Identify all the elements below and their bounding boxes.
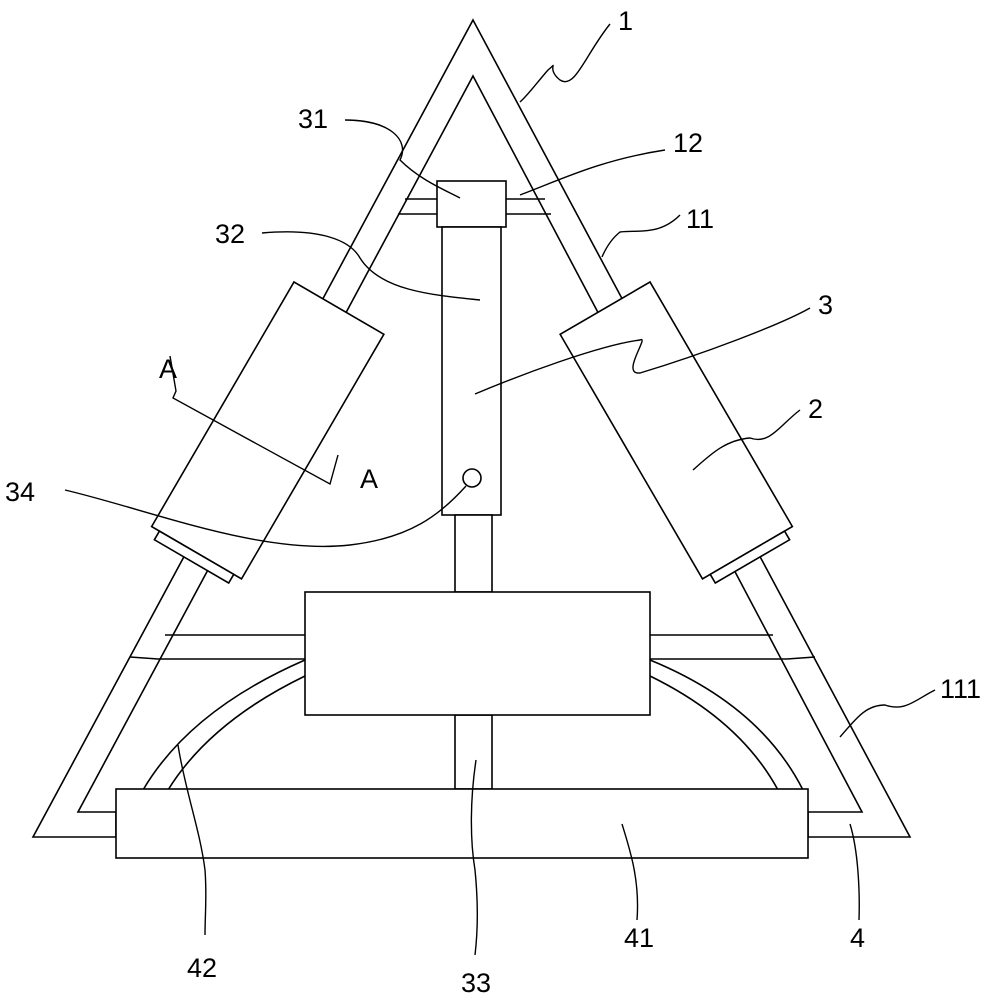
leader-31 [344, 119, 461, 199]
joint-right [786, 656, 816, 660]
pivot-pin-34 [462, 468, 482, 488]
leader-41 [621, 823, 639, 921]
bottom-bar-41 [115, 788, 809, 859]
label-31: 31 [298, 104, 328, 134]
joint-left [129, 656, 159, 660]
label-33: 33 [461, 968, 491, 997]
leader-2 [692, 409, 801, 471]
leader-11 [601, 214, 681, 258]
label-32: 32 [215, 219, 245, 249]
label-a-left: A [159, 354, 177, 384]
slider-block-31 [436, 180, 507, 228]
arc-guide-left-outer [142, 659, 306, 791]
label-111: 111 [940, 674, 981, 704]
label-12: 12 [673, 128, 703, 158]
leader-12 [519, 149, 666, 196]
leader-34 [64, 485, 467, 548]
label-4: 4 [850, 923, 865, 953]
lower-rod [454, 514, 493, 593]
center-block [304, 591, 651, 716]
leader-1 [519, 23, 611, 103]
leader-4 [849, 823, 860, 921]
section-line-a-a [169, 355, 339, 486]
leader-3 [474, 307, 811, 395]
label-2: 2 [808, 394, 823, 424]
label-11: 11 [686, 204, 714, 234]
right-cylinder-2 [559, 280, 794, 585]
arc-guide-right-outer [649, 659, 804, 791]
label-34: 34 [5, 477, 35, 507]
left-cylinder-2 [150, 280, 385, 585]
label-a-right: A [360, 464, 378, 494]
leader-32 [261, 231, 481, 301]
leader-42 [177, 744, 207, 936]
label-3: 3 [818, 290, 833, 320]
arc-guide-left-inner [167, 675, 306, 791]
arc-guide-right-inner [649, 675, 779, 791]
label-42: 42 [187, 953, 217, 983]
label-1: 1 [618, 6, 633, 36]
vertical-column-32 [441, 226, 502, 516]
leader-111 [839, 689, 936, 738]
leader-33 [470, 759, 478, 956]
label-41: 41 [624, 923, 654, 953]
